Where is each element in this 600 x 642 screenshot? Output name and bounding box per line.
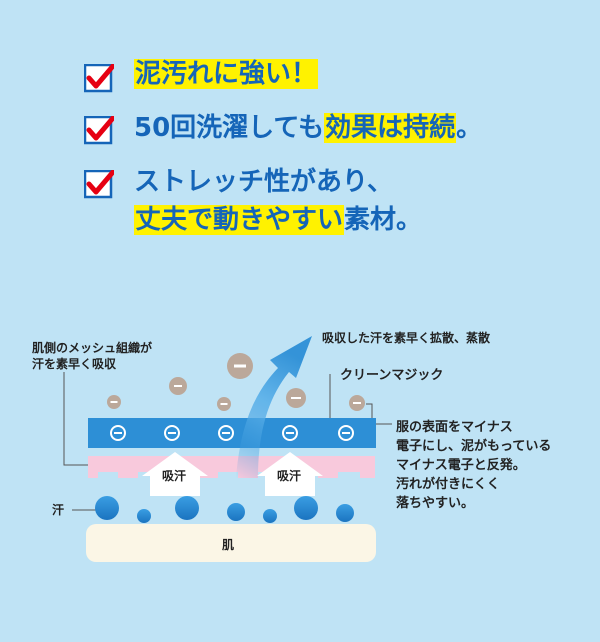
surface-caption: 服の表面をマイナス 電子にし、泥がもっている マイナス電子と反発。 汚れが付きに… bbox=[396, 418, 551, 513]
absorb-arrow-right bbox=[257, 452, 323, 496]
feature-3-line-2: 丈夫で動きやすい素材。 bbox=[134, 202, 422, 238]
skin-layer bbox=[86, 524, 376, 562]
mesh-caption-line-1: 肌側のメッシュ組織が bbox=[32, 341, 153, 355]
fabric-diagram bbox=[63, 336, 392, 562]
surface-caption-line-3: マイナス電子と反発。 bbox=[396, 458, 526, 473]
layer-name: クリーンマジック bbox=[340, 368, 444, 383]
feature-2-text: 50回洗濯しても効果は持続。 bbox=[134, 110, 482, 146]
absorb-label-right: 吸汗 bbox=[277, 469, 302, 483]
sweat-label: 汗 bbox=[52, 503, 65, 517]
feature-3-highlight: 丈夫で動きやすい bbox=[134, 205, 345, 235]
feature-2-highlight: 効果は持続 bbox=[324, 113, 457, 143]
surface-caption-line-2: 電子にし、泥がもっている bbox=[396, 439, 552, 454]
band-minus-markers bbox=[110, 425, 354, 441]
skin-label: 肌 bbox=[222, 538, 235, 552]
mesh-caption: 肌側のメッシュ組織が 汗を素早く吸収 bbox=[32, 340, 152, 372]
surface-caption-line-5: 落ちやすい。 bbox=[396, 496, 475, 511]
absorb-caption: 吸収した汗を素早く拡散、蒸散 bbox=[322, 331, 491, 345]
feature-2-part-1: 50回洗濯しても bbox=[134, 113, 325, 143]
absorb-label-left: 吸汗 bbox=[162, 469, 187, 483]
feature-3-line-1: ストレッチ性があり、 bbox=[134, 167, 393, 197]
surface-leader-line bbox=[366, 403, 392, 425]
mesh-caption-line-2: 汗を素早く吸収 bbox=[32, 357, 117, 371]
sweat-droplets bbox=[95, 496, 354, 523]
evaporation-arrow bbox=[236, 336, 312, 478]
mesh-layer bbox=[88, 456, 375, 478]
checkmark-icon bbox=[84, 116, 114, 145]
surface-caption-line-1: 服の表面をマイナス bbox=[396, 420, 513, 435]
checkmark-icon bbox=[84, 64, 114, 93]
dirt-particles bbox=[107, 353, 365, 411]
absorb-arrow-left bbox=[142, 452, 208, 496]
feature-1-highlight: 泥汚れに強い！ bbox=[134, 59, 319, 89]
feature-2-part-3: 。 bbox=[456, 113, 483, 143]
mesh-leader-line bbox=[63, 372, 88, 466]
checkmark-icon bbox=[84, 170, 114, 199]
feature-1-text: 泥汚れに強い！ bbox=[134, 56, 319, 92]
feature-3-rest: 素材。 bbox=[344, 205, 423, 235]
surface-caption-line-4: 汚れが付きにくく bbox=[396, 477, 500, 492]
